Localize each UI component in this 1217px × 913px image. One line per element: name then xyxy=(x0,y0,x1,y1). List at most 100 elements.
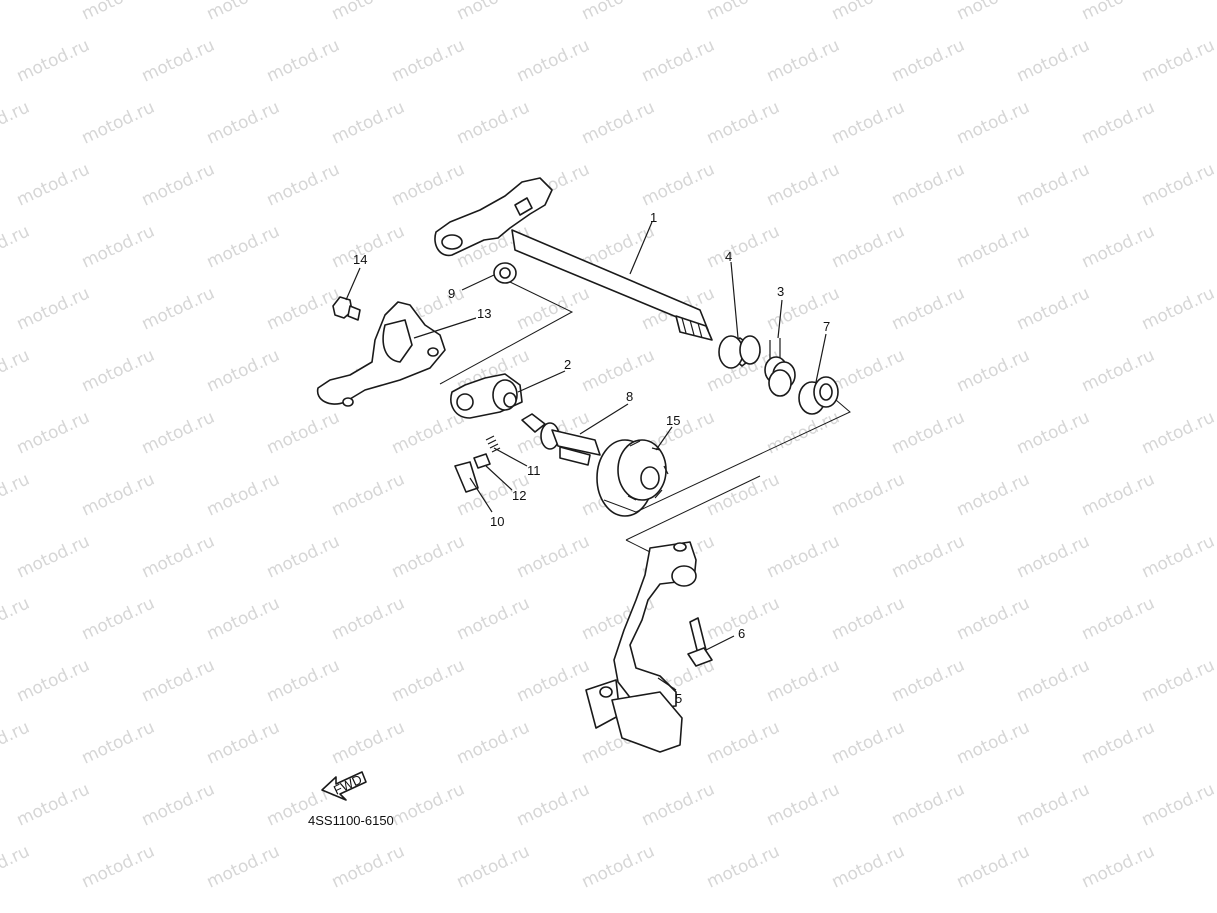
watermark-text: motod.ru xyxy=(0,841,33,892)
watermark-text: motod.ru xyxy=(1079,469,1158,520)
watermark-text: motod.ru xyxy=(454,717,533,768)
part-11-spring xyxy=(485,435,501,453)
part-1-shift-shaft xyxy=(434,177,713,341)
watermark-text: motod.ru xyxy=(704,469,783,520)
watermark-text: motod.ru xyxy=(204,345,283,396)
watermark-text: motod.ru xyxy=(0,221,33,272)
watermark-text: motod.ru xyxy=(454,841,533,892)
callout-4: 4 xyxy=(725,249,732,264)
part-14-bolt xyxy=(332,296,361,321)
watermark-text: motod.ru xyxy=(139,407,218,458)
part-10-pawl xyxy=(454,461,479,493)
watermark-text: motod.ru xyxy=(329,97,408,148)
watermark-text: motod.ru xyxy=(1139,779,1217,830)
part-5-shift-pedal xyxy=(585,541,697,753)
callout-1: 1 xyxy=(650,210,657,225)
watermark-text: motod.ru xyxy=(329,593,408,644)
watermark-text: motod.ru xyxy=(889,531,968,582)
watermark-text: motod.ru xyxy=(1139,655,1217,706)
callout-2: 2 xyxy=(564,357,571,372)
watermark-text: motod.ru xyxy=(329,221,408,272)
watermark-text: motod.ru xyxy=(639,159,718,210)
watermark-text: motod.ru xyxy=(1139,35,1217,86)
watermark-text: motod.ru xyxy=(1079,0,1158,25)
watermark-text: motod.ru xyxy=(514,655,593,706)
part-2-segment xyxy=(450,373,523,419)
watermark-text: motod.ru xyxy=(889,407,968,458)
watermark-text: motod.ru xyxy=(79,593,158,644)
watermark-text: motod.ru xyxy=(704,0,783,25)
part-4-collar xyxy=(718,335,761,369)
callout-6: 6 xyxy=(738,626,745,641)
watermark-text: motod.ru xyxy=(204,221,283,272)
watermark-text: motod.ru xyxy=(204,97,283,148)
watermark-text: motod.ru xyxy=(829,469,908,520)
watermark-text: motod.ru xyxy=(889,655,968,706)
drawing-code: 4SS1100-6150 xyxy=(308,813,394,828)
watermark-text: motod.ru xyxy=(264,531,343,582)
watermark-text: motod.ru xyxy=(79,221,158,272)
watermark-text: motod.ru xyxy=(829,221,908,272)
watermark-text: motod.ru xyxy=(1139,283,1217,334)
callout-11: 11 xyxy=(527,463,541,478)
watermark-text: motod.ru xyxy=(954,717,1033,768)
watermark-text: motod.ru xyxy=(1079,221,1158,272)
watermark-text: motod.ru xyxy=(14,159,93,210)
watermark-text: motod.ru xyxy=(389,35,468,86)
watermark-text: motod.ru xyxy=(264,159,343,210)
watermark-text: motod.ru xyxy=(139,779,218,830)
watermark-text: motod.ru xyxy=(454,97,533,148)
watermark-text: motod.ru xyxy=(954,97,1033,148)
callout-10: 10 xyxy=(490,514,504,529)
watermark-text: motod.ru xyxy=(889,779,968,830)
watermark-text: motod.ru xyxy=(704,717,783,768)
watermark-text: motod.ru xyxy=(79,0,158,25)
watermark-text: motod.ru xyxy=(264,35,343,86)
watermark-text: motod.ru xyxy=(0,97,33,148)
watermark-text: motod.ru xyxy=(0,593,33,644)
watermark-text: motod.ru xyxy=(1139,159,1217,210)
part-15-gear xyxy=(596,439,669,517)
assembly-lines xyxy=(439,281,851,553)
watermark-text: motod.ru xyxy=(204,841,283,892)
watermark-text: motod.ru xyxy=(764,779,843,830)
watermark-text: motod.ru xyxy=(764,407,843,458)
callout-13: 13 xyxy=(477,306,491,321)
part-13-plate xyxy=(316,301,446,407)
part-9-washer xyxy=(493,262,517,284)
watermark-text: motod.ru xyxy=(1014,35,1093,86)
watermark-text: motod.ru xyxy=(79,841,158,892)
watermark-text: motod.ru xyxy=(954,841,1033,892)
watermark-text: motod.ru xyxy=(639,779,718,830)
watermark-text: motod.ru xyxy=(639,35,718,86)
callout-8: 8 xyxy=(626,389,633,404)
watermark-text: motod.ru xyxy=(389,407,468,458)
watermark-text: motod.ru xyxy=(264,407,343,458)
watermark-text: motod.ru xyxy=(139,283,218,334)
watermark-text: motod.ru xyxy=(0,469,33,520)
watermark-text: motod.ru xyxy=(204,469,283,520)
watermark-text: motod.ru xyxy=(829,345,908,396)
watermark-text: motod.ru xyxy=(1014,531,1093,582)
watermark-text: motod.ru xyxy=(764,35,843,86)
watermark-text: motod.ru xyxy=(579,345,658,396)
watermark-text: motod.ru xyxy=(829,97,908,148)
watermark-text: motod.ru xyxy=(1079,345,1158,396)
watermark-text: motod.ru xyxy=(204,717,283,768)
watermark-text: motod.ru xyxy=(1014,159,1093,210)
part-7-seal xyxy=(798,376,839,415)
watermark-text: motod.ru xyxy=(14,407,93,458)
watermark-text: motod.ru xyxy=(764,655,843,706)
watermark-text: motod.ru xyxy=(764,531,843,582)
watermark-text: motod.ru xyxy=(829,841,908,892)
watermark-text: motod.ru xyxy=(954,221,1033,272)
callout-14: 14 xyxy=(353,252,367,267)
watermark-text: motod.ru xyxy=(79,97,158,148)
watermark-text: motod.ru xyxy=(514,283,593,334)
watermark-text: motod.ru xyxy=(889,35,968,86)
watermark-text: motod.ru xyxy=(829,717,908,768)
watermark-text: motod.ru xyxy=(0,345,33,396)
callout-9: 9 xyxy=(448,286,455,301)
fwd-label: FWD xyxy=(331,772,364,798)
